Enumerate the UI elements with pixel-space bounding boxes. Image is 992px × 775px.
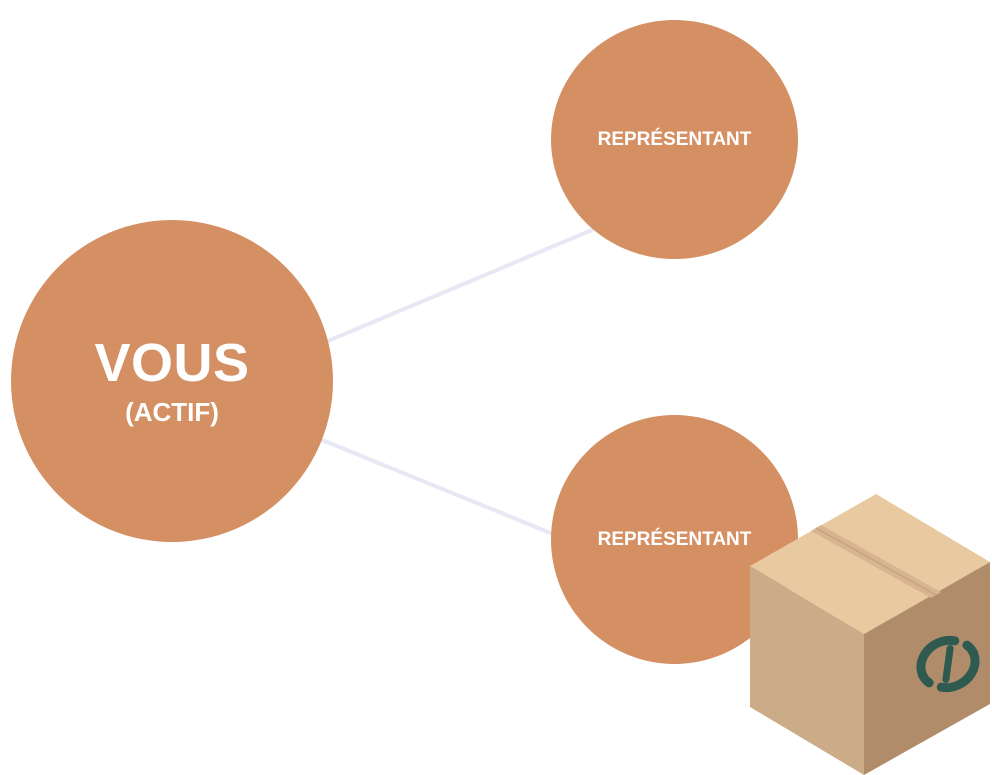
node-you-active: VOUS (ACTIF) [11,220,333,542]
box-right-face [864,562,990,775]
node-you-title: VOUS [94,333,250,393]
node-representative-1: REPRÉSENTANT [551,20,798,259]
representative-1-label: REPRÉSENTANT [597,128,752,150]
connector-you-to-rep-1 [326,228,594,343]
connector-you-to-rep-2 [320,438,555,536]
box-top-face [750,494,990,634]
box-left-face [750,566,864,775]
package-box-icon [750,494,990,775]
representative-2-label: REPRÉSENTANT [597,528,752,550]
recycle-swoosh-logo-icon [916,635,980,693]
box-tape-edge [815,527,937,596]
node-you-subtitle: (ACTIF) [125,397,219,427]
